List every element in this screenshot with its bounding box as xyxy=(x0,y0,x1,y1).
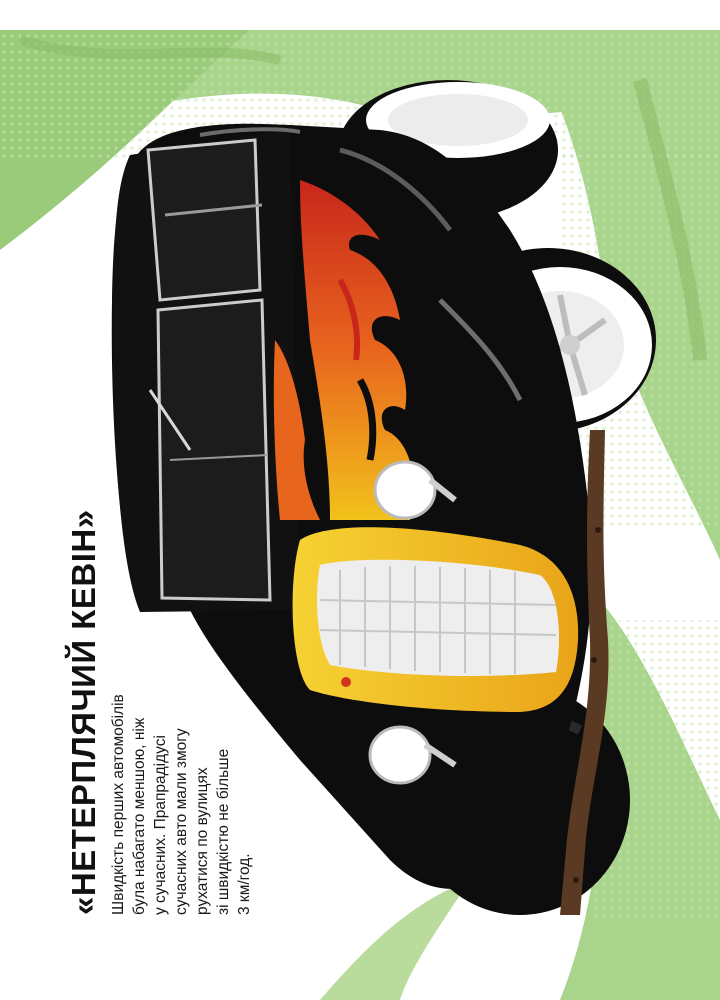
description-line: рухатися по вулицях xyxy=(194,767,211,915)
description-line: у сучасних. Прапрадідусі xyxy=(152,735,169,915)
description-line: зі швидкістю не більше xyxy=(215,748,232,915)
description-line: Швидкість перших автомобілів xyxy=(110,694,127,915)
headlights xyxy=(368,460,457,785)
description-line: 3 км/год. xyxy=(236,853,253,915)
grille xyxy=(292,527,579,712)
description-line: була набагато меншою, ніж xyxy=(131,717,148,915)
description-line: сучасних авто мали змогу xyxy=(173,728,190,915)
page-title: «НЕТЕРПЛЯЧИЙ КЕВІН» xyxy=(65,509,102,915)
description-text: Швидкість перших автомобілів була набага… xyxy=(108,615,278,915)
background-brush-strokes xyxy=(0,30,720,1000)
flame-decals xyxy=(273,180,414,520)
wooden-post xyxy=(560,430,609,915)
